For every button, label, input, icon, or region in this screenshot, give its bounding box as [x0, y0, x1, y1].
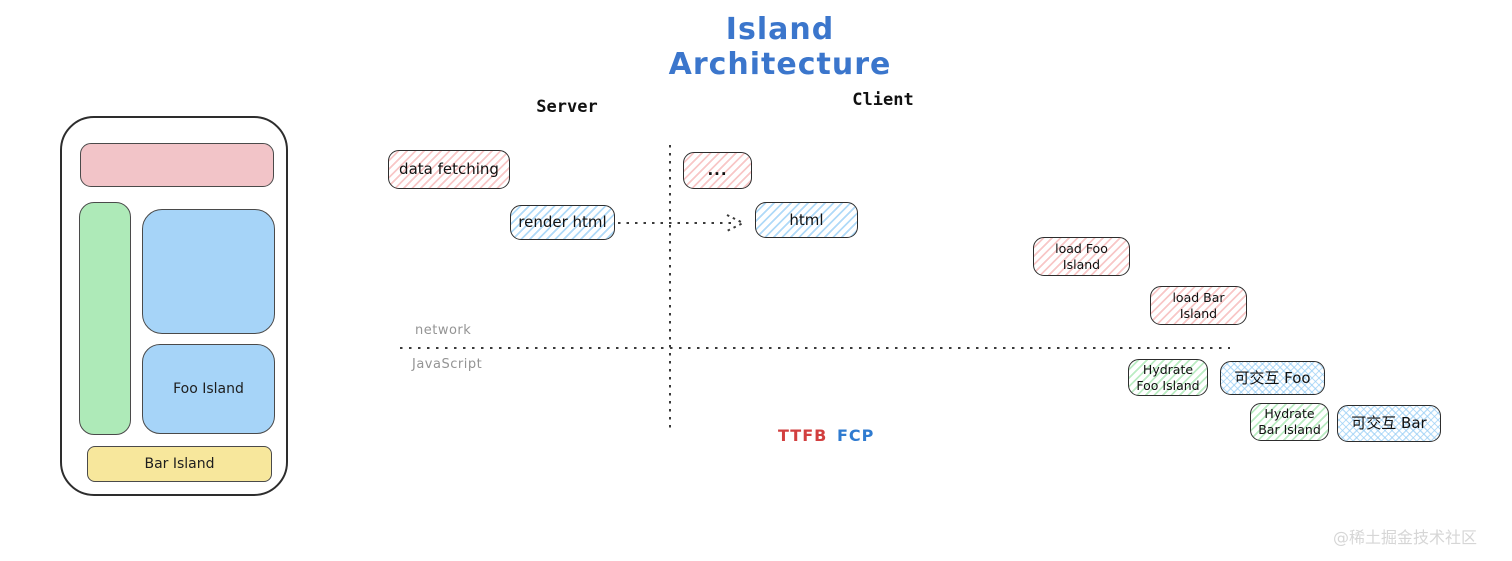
interactive-bar-box: 可交互 Bar [1337, 405, 1441, 442]
fcp-metric-label: FCP [837, 426, 875, 445]
ttfb-metric-label: TTFB [778, 426, 828, 445]
hydrate-foo-island-box: Hydrate Foo Island [1128, 359, 1208, 396]
render-to-html-arrow [618, 214, 746, 232]
hydrate-bar-island-box: Hydrate Bar Island [1250, 403, 1329, 441]
load-foo-island-box: load Foo Island [1033, 237, 1130, 276]
mockup-header-block [80, 143, 274, 187]
server-column-label: Server [536, 97, 598, 117]
mockup-sidebar-block [79, 202, 131, 435]
watermark: @稀土掘金技术社区 [1333, 528, 1478, 547]
server-client-divider-line [669, 145, 671, 428]
load-bar-island-box: load Bar Island [1150, 286, 1247, 325]
interactive-foo-box: 可交互 Foo [1220, 361, 1325, 395]
mockup-content-block [142, 209, 275, 334]
network-lane-label: network [415, 323, 472, 338]
html-box: html [755, 202, 858, 238]
ellipsis-box: ... [683, 152, 752, 189]
client-column-label: Client [852, 90, 914, 110]
page-mockup-frame: Foo Island Bar Island [60, 116, 288, 496]
render-html-box: render html [510, 205, 615, 240]
mockup-foo-island-block: Foo Island [142, 344, 275, 434]
data-fetching-box: data fetching [388, 150, 510, 189]
javascript-lane-label: JavaScript [412, 357, 483, 372]
mockup-bar-island-block: Bar Island [87, 446, 272, 482]
network-javascript-divider-line [400, 347, 1230, 349]
page-title: Island Architecture [668, 12, 892, 82]
